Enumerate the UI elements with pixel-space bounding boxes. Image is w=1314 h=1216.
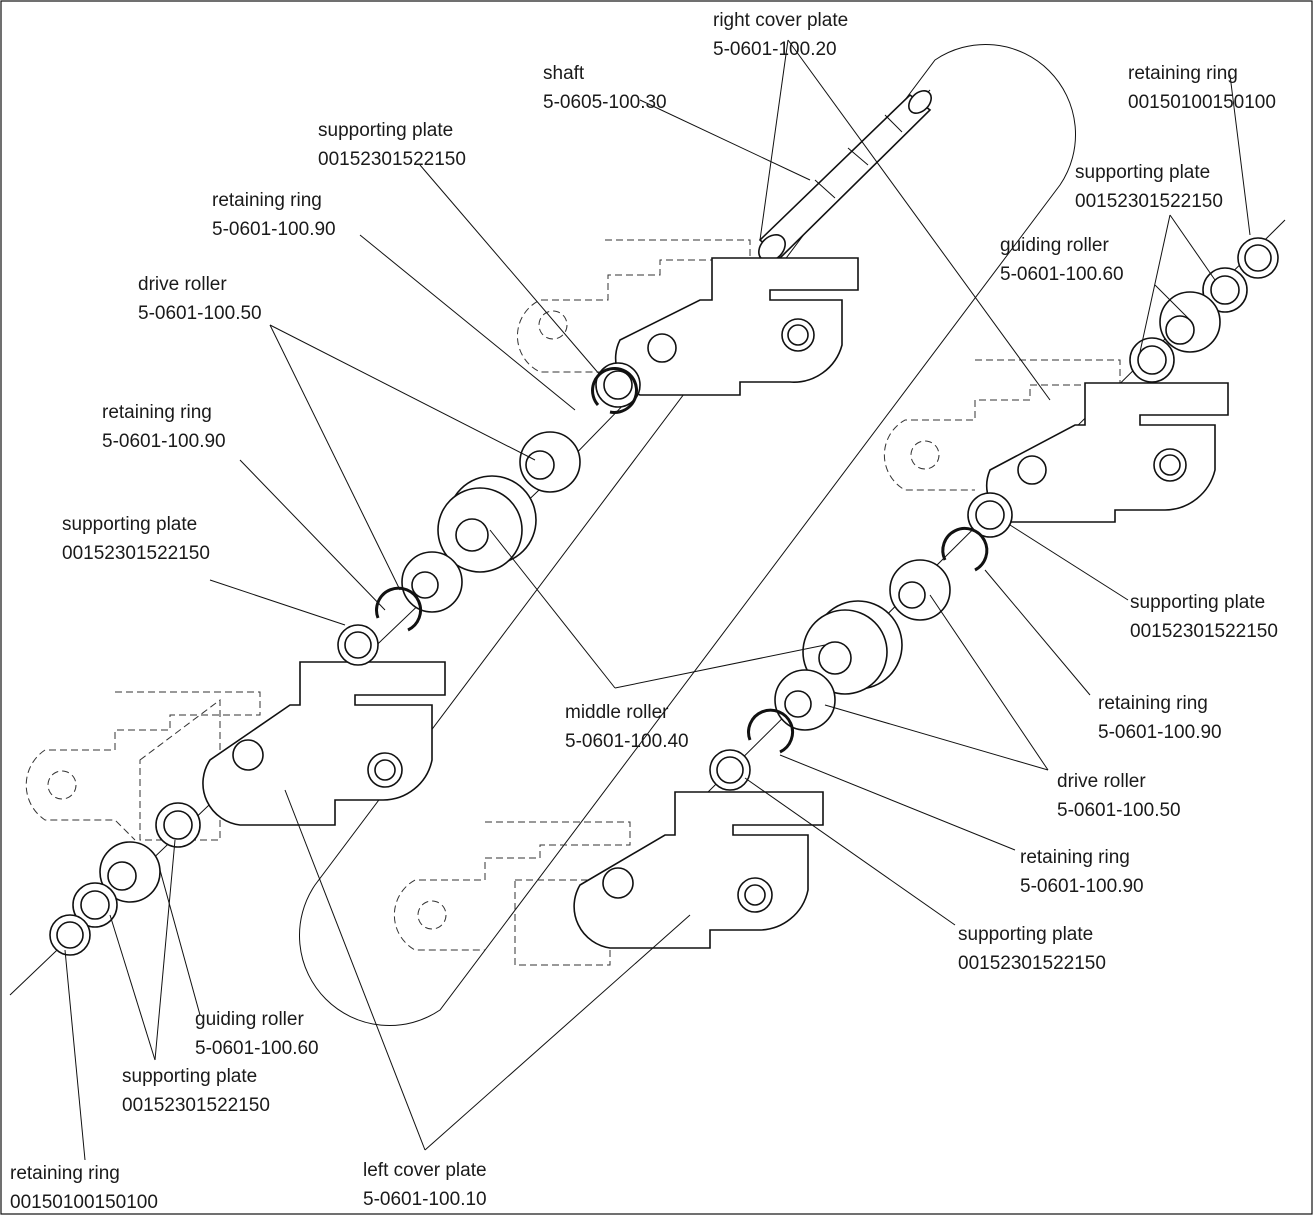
label-supporting-plate-right-low-name: supporting plate <box>958 924 1093 945</box>
label-retaining-ring-right-low-number: 5-0601-100.90 <box>1020 876 1144 897</box>
belt-outline <box>298 43 1077 1027</box>
label-guiding-roller-right-name: guiding roller <box>1000 235 1109 256</box>
label-retaining-ring-upper-name: retaining ring <box>212 190 322 211</box>
bottom-cover-plate-part <box>393 791 824 966</box>
label-left-cover-plate-name: left cover plate <box>363 1160 487 1181</box>
label-shaft-name: shaft <box>543 63 585 84</box>
label-supporting-plate-left-name: supporting plate <box>62 514 197 535</box>
label-retaining-ring-right-low-name: retaining ring <box>1020 847 1130 868</box>
label-supporting-plate-right-mid-number: 00152301522150 <box>1130 621 1278 642</box>
label-retaining-ring-upper-number: 5-0601-100.90 <box>212 219 336 240</box>
label-retaining-ring-left-name: retaining ring <box>102 402 212 423</box>
label-supporting-plate-right-mid-name: supporting plate <box>1130 592 1265 613</box>
label-guiding-roller-left-number: 5-0601-100.60 <box>195 1038 319 1059</box>
label-supporting-plate-top-name: supporting plate <box>318 120 453 141</box>
label-drive-roller-left-number: 5-0601-100.50 <box>138 303 262 324</box>
label-supporting-plate-top-number: 00152301522150 <box>318 149 466 170</box>
label-guiding-roller-right-number: 5-0601-100.60 <box>1000 264 1124 285</box>
left-cover-plate-part <box>25 661 446 841</box>
upper-left-rollers <box>337 362 641 666</box>
labels: right cover plate 5-0601-100.20 retainin… <box>10 10 1278 1213</box>
label-drive-roller-right-name: drive roller <box>1057 771 1146 792</box>
label-supporting-plate-bottom-left-name: supporting plate <box>122 1066 257 1087</box>
leader-lines <box>64 39 1251 1161</box>
label-drive-roller-right-number: 5-0601-100.50 <box>1057 800 1181 821</box>
label-supporting-plate-left-number: 00152301522150 <box>62 543 210 564</box>
label-shaft-number: 5-0605-100.30 <box>543 92 667 113</box>
right-cover-plate-part <box>883 359 1229 523</box>
label-right-cover-plate-name: right cover plate <box>713 10 848 31</box>
label-retaining-ring-top-right-name: retaining ring <box>1128 63 1238 84</box>
label-guiding-roller-left-name: guiding roller <box>195 1009 304 1030</box>
label-drive-roller-left-name: drive roller <box>138 274 227 295</box>
right-rollers <box>709 237 1279 791</box>
label-retaining-ring-right-mid-number: 5-0601-100.90 <box>1098 722 1222 743</box>
label-left-cover-plate-number: 5-0601-100.10 <box>363 1189 487 1210</box>
label-retaining-ring-right-mid-name: retaining ring <box>1098 693 1208 714</box>
label-right-cover-plate-number: 5-0601-100.20 <box>713 39 837 60</box>
label-retaining-ring-bottom-left-name: retaining ring <box>10 1163 120 1184</box>
lower-left-rollers <box>49 802 201 956</box>
top-cover-plate <box>517 239 859 396</box>
label-middle-roller-number: 5-0601-100.40 <box>565 731 689 752</box>
label-retaining-ring-top-right-number: 00150100150100 <box>1128 92 1276 113</box>
label-supporting-plate-right-top-name: supporting plate <box>1075 162 1210 183</box>
label-retaining-ring-bottom-left-number: 00150100150100 <box>10 1192 158 1213</box>
label-supporting-plate-right-top-number: 00152301522150 <box>1075 191 1223 212</box>
label-retaining-ring-left-number: 5-0601-100.90 <box>102 431 226 452</box>
label-supporting-plate-bottom-left-number: 00152301522150 <box>122 1095 270 1116</box>
shaft-part <box>758 90 932 262</box>
label-supporting-plate-right-low-number: 00152301522150 <box>958 953 1106 974</box>
label-middle-roller-name: middle roller <box>565 702 669 723</box>
